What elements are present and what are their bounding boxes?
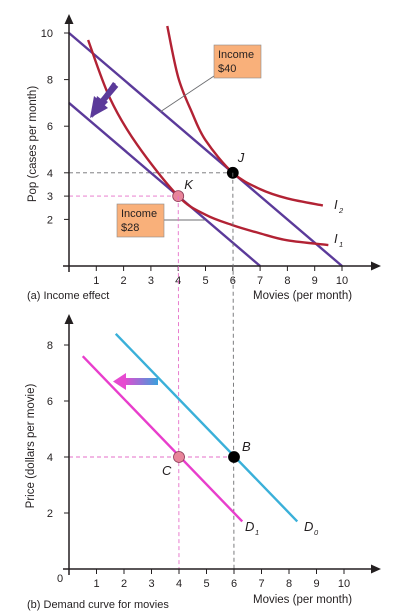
curve-label-d0: D [304, 519, 313, 534]
panel-b-y-tick-label: 8 [47, 340, 53, 352]
budget-shift-arrow-head [90, 96, 108, 118]
point-label-j: J [237, 150, 245, 165]
point-label-b: B [242, 439, 251, 454]
panel-b-x-tick-label: 10 [338, 578, 350, 590]
curve-label-i1: I [334, 231, 338, 246]
demand-shift-arrow-head [113, 373, 126, 390]
panel-b-x-tick-label: 6 [231, 578, 237, 590]
point-c [173, 451, 185, 463]
panel-a-y-axis-title: Pop (cases per month) [27, 86, 39, 203]
panel-b-x-tick-label: 8 [286, 578, 292, 590]
panel-a-x-tick-label: 1 [93, 275, 99, 287]
income-40-label-box [213, 44, 262, 79]
panel-a-x-tick-label: 9 [312, 275, 318, 287]
panel-b-caption: (b) Demand curve for movies [27, 599, 169, 611]
budget-line-40 [68, 32, 343, 267]
income-40-leader-line [159, 75, 215, 113]
panel-a-y-tick-label: 10 [41, 28, 53, 40]
panel-b-x-tick-label: 7 [258, 578, 264, 590]
curve-label-i2: I [334, 197, 338, 212]
curve-label-d1-sub: 1 [255, 528, 259, 537]
panel-a-x-tick-label: 3 [148, 275, 154, 287]
income-40-label-line2: $40 [218, 63, 236, 75]
demand-curve-d0 [114, 332, 299, 523]
demand-curve-d1 [81, 355, 244, 523]
panel-b-x-axis-arrow [371, 564, 381, 574]
panel-a-x-axis-title: Movies (per month) [253, 290, 352, 302]
panel-b-x-tick-label: 4 [176, 578, 182, 590]
panel-b-x-tick-label: 1 [93, 578, 99, 590]
panel-a-y-tick-label: 6 [47, 121, 53, 133]
curve-label-d1: D [245, 519, 254, 534]
guide-movies-4-vertical [177, 196, 180, 570]
panel-a-y-tick-label: 8 [47, 75, 53, 87]
panel-a-x-tick-label: 5 [202, 275, 208, 287]
panel-a-x-tick-label: 7 [257, 275, 263, 287]
income-28-label-box [116, 203, 165, 238]
curve-label-i2-sub: 2 [338, 206, 344, 215]
panel-b-x-tick-label: 3 [148, 578, 154, 590]
panel-a-x-tick-label: 8 [284, 275, 290, 287]
guide-movies-6-vertical [232, 172, 235, 570]
panel-a-y-axis-arrow [64, 14, 74, 24]
panel-b-x-tick-label: 5 [203, 578, 209, 590]
curve-label-i1-sub: 1 [339, 240, 343, 249]
budget-shift-arrow-shaft [97, 83, 119, 106]
demand-shift-arrow-shaft [124, 378, 158, 385]
panel-b-y-tick-label: 4 [47, 452, 53, 464]
panel-b-y-tick-label: 6 [47, 396, 53, 408]
indifference-curve-i1 [86, 39, 329, 247]
panel-a-x-tick-label: 10 [336, 275, 348, 287]
panel-a-x-axis-arrow [371, 261, 381, 271]
panel-b-x-axis-title: Movies (per month) [253, 594, 352, 606]
panel-b-x-tick-label: 2 [121, 578, 127, 590]
point-label-c: C [162, 463, 172, 478]
panel-a-x-tick-label: 2 [121, 275, 127, 287]
panel-b-x-tick-label: 9 [313, 578, 319, 590]
indifference-curve-i2 [166, 25, 324, 207]
panel-b-y-axis-title: Price (dollars per movie) [25, 384, 37, 509]
panel-b-origin-label: 0 [57, 573, 63, 585]
panel-a-y-tick-label: 2 [47, 214, 53, 226]
point-b [228, 451, 240, 463]
income-40-label-line1: Income [218, 49, 254, 61]
panel-a-y-tick-label: 3 [47, 191, 53, 203]
panel-income-effect: Income$40Income$28I2I1JK1234567891023468… [27, 14, 381, 302]
income-28-label-line2: $28 [121, 222, 139, 234]
panel-a-caption: (a) Income effect [27, 290, 109, 302]
panel-a-y-tick-label: 4 [47, 168, 53, 180]
panel-b-y-axis-arrow [64, 314, 74, 324]
point-label-k: K [184, 177, 194, 192]
budget-line-28 [68, 101, 261, 267]
income-28-label-line1: Income [121, 208, 157, 220]
panel-b-y-tick-label: 2 [47, 508, 53, 520]
curve-label-d0-sub: 0 [314, 528, 319, 537]
